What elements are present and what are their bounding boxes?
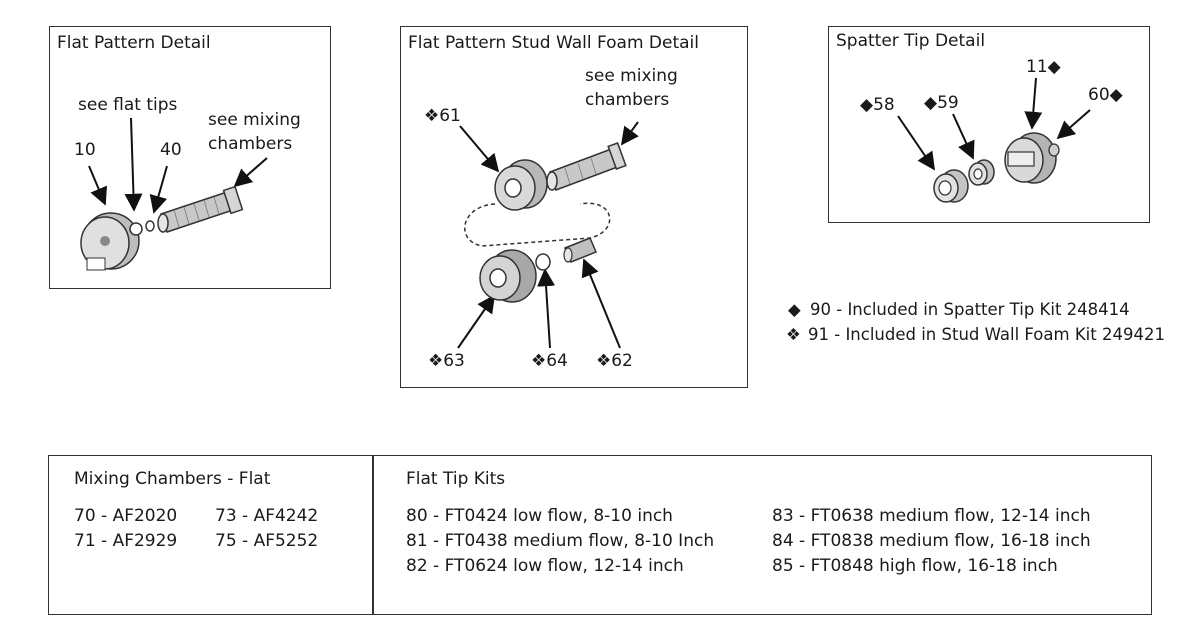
flat-tip-kit-item: 84 - FT0838 medium flow, 16-18 inch	[772, 531, 1091, 551]
stud-wall-title: Flat Pattern Stud Wall Foam Detail	[408, 33, 700, 53]
mixing-chamber-item: 71 - AF2929	[74, 531, 178, 551]
legend-spatter-kit: ◆ 90 - Included in Spatter Tip Kit 248414	[788, 300, 1130, 319]
label-part-64: ❖64	[531, 351, 568, 371]
flat-tip-kit-item: 81 - FT0438 medium flow, 8-10 Inch	[406, 531, 715, 551]
mixing-chambers-title: Mixing Chambers - Flat	[74, 469, 271, 489]
mixing-chamber-item: 73 - AF4242	[215, 506, 319, 526]
label-see-mixing-1: see mixing	[208, 110, 301, 130]
stud-wall-illustration	[457, 121, 639, 349]
label-part-59: ◆59	[924, 93, 959, 113]
stud-wall-panel	[400, 26, 748, 388]
legend-text: 90 - Included in Spatter Tip Kit 248414	[810, 300, 1130, 319]
flat-pattern-illustration	[80, 117, 268, 271]
flat-tip-kit-item: 82 - FT0624 low flow, 12-14 inch	[406, 556, 684, 576]
legend-text: 91 - Included in Stud Wall Foam Kit 2494…	[808, 325, 1165, 344]
flat-pattern-title: Flat Pattern Detail	[57, 33, 211, 53]
label-part-58: ◆58	[860, 95, 895, 115]
spatter-panel	[828, 26, 1150, 223]
legend-stud-wall-kit: ❖ 91 - Included in Stud Wall Foam Kit 249…	[786, 325, 1165, 344]
label-part-11: 11◆	[1026, 57, 1061, 77]
flat-tip-kits-title: Flat Tip Kits	[406, 469, 506, 489]
flat-tip-kit-item: 83 - FT0638 medium flow, 12-14 inch	[772, 506, 1091, 526]
spatter-title: Spatter Tip Detail	[836, 31, 986, 51]
label-part-10: 10	[74, 140, 96, 160]
table-divider	[372, 455, 374, 615]
label-part-40: 40	[160, 140, 182, 160]
label-chambers-1: chambers	[208, 134, 293, 154]
label-see-flat-tips: see flat tips	[78, 95, 178, 115]
flat-tip-kit-item: 85 - FT0848 high flow, 16-18 inch	[772, 556, 1058, 576]
flat-tip-kit-item: 80 - FT0424 low flow, 8-10 inch	[406, 506, 673, 526]
mixing-chamber-item: 70 - AF2020	[74, 506, 178, 526]
label-part-63: ❖63	[428, 351, 465, 371]
label-part-60: 60◆	[1088, 85, 1123, 105]
mixing-chamber-item: 75 - AF5252	[215, 531, 319, 551]
four-diamond-icon: ❖	[786, 325, 801, 344]
label-see-mixing-2: see mixing	[585, 66, 678, 86]
diamond-icon: ◆	[788, 300, 801, 319]
parts-table	[48, 455, 1152, 615]
label-part-61: ❖61	[424, 106, 461, 126]
label-part-62: ❖62	[596, 351, 633, 371]
spatter-illustration	[897, 77, 1091, 203]
label-chambers-2: chambers	[585, 90, 670, 110]
